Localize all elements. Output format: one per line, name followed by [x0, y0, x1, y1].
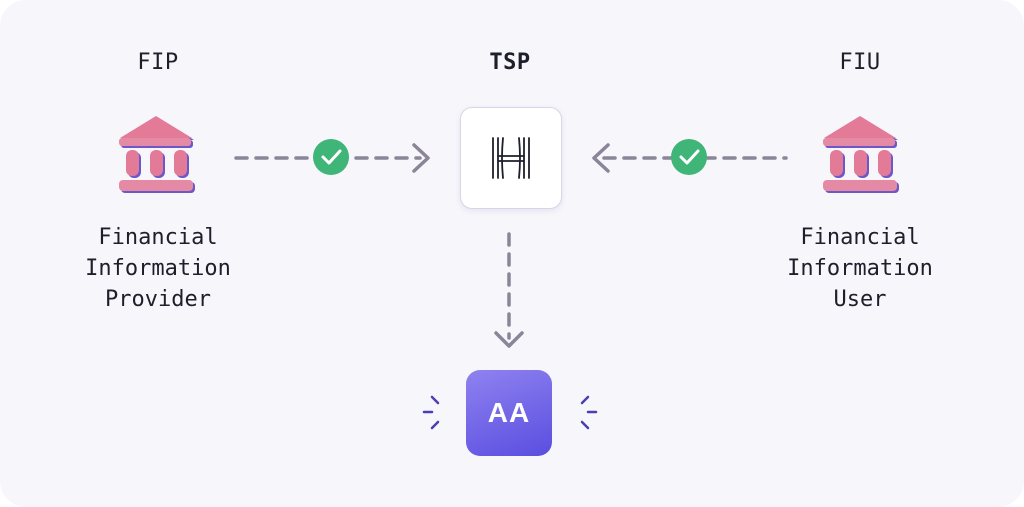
tsp-title: TSP [489, 50, 531, 75]
h-logo-icon [492, 137, 530, 179]
tsp-box [460, 107, 562, 209]
tsp-to-aa-arrowhead [494, 331, 524, 348]
fip-description-line: Financial [98, 225, 218, 250]
fiu-description-line: Financial [800, 225, 920, 250]
fiu-check-icon [671, 139, 707, 175]
fip-description-line: Provider [105, 287, 211, 312]
fiu-description-line: Information [787, 256, 933, 281]
fiu-to-tsp-arrowhead [592, 143, 610, 173]
fiu-description: Financial Information User [750, 222, 970, 315]
fip-check-icon [313, 139, 349, 175]
sparkle-left-icon [422, 395, 440, 430]
fip-to-tsp-arrowhead [412, 143, 430, 173]
fip-bank-icon [119, 116, 195, 193]
fiu-bank-icon [823, 116, 899, 193]
sparkle-right-icon [580, 395, 598, 430]
fip-description-line: Information [85, 256, 231, 281]
fiu-description-line: User [833, 287, 887, 312]
fip-title: FIP [137, 50, 179, 75]
aa-box: AA [466, 370, 552, 456]
fip-description: Financial Information Provider [48, 222, 268, 315]
fiu-title: FIU [839, 50, 881, 75]
